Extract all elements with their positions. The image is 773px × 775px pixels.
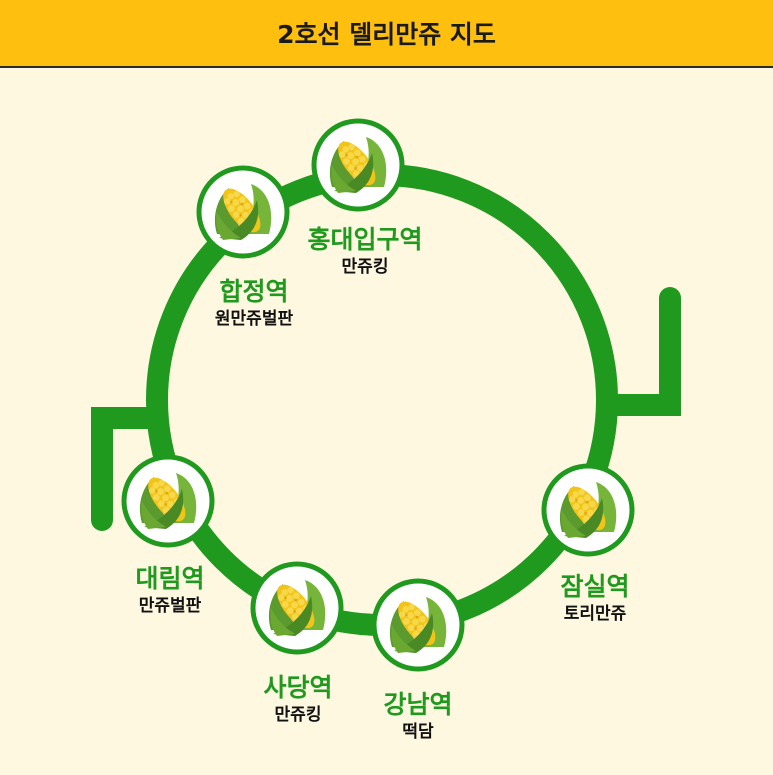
station-name: 잠실역: [560, 572, 630, 601]
station-marker-gangnam[interactable]: [371, 578, 465, 672]
shop-name: 원만쥬벌판: [214, 309, 294, 329]
shop-name: 만쥬킹: [341, 257, 389, 277]
header-bar: 2호선 델리만쥬 지도: [0, 0, 773, 68]
station-label-hapjeong: 합정역 원만쥬벌판: [215, 277, 293, 331]
shop-name: 토리만쥬: [563, 604, 627, 624]
station-marker-jamsil[interactable]: [541, 463, 635, 557]
station-marker-hapjeong[interactable]: [196, 165, 290, 259]
page-title: 2호선 델리만쥬 지도: [277, 20, 496, 49]
station-label-daerim: 대림역 만쥬벌판: [135, 564, 204, 618]
station-marker-hongdae[interactable]: [311, 118, 405, 212]
station-label-sadang: 사당역 만쥬킹: [263, 673, 332, 727]
station-name: 대림역: [135, 564, 205, 593]
shop-name: 떡담: [402, 722, 434, 742]
station-name: 강남역: [383, 690, 453, 719]
station-label-hongdae: 홍대입구역 만쥬킹: [307, 225, 422, 279]
station-label-gangnam: 강남역 떡담: [383, 690, 452, 744]
shop-name: 만쥬킹: [274, 705, 322, 725]
station-marker-daerim[interactable]: [121, 454, 215, 548]
station-marker-sadang[interactable]: [250, 561, 344, 655]
shop-name: 만쥬벌판: [138, 596, 202, 616]
station-name: 합정역: [219, 277, 289, 306]
station-name: 사당역: [263, 673, 333, 702]
line-2-branch-west: [91, 407, 168, 531]
station-label-jamsil: 잠실역 토리만쥬: [560, 572, 629, 626]
line-2-branch-east: [596, 287, 681, 416]
station-name: 홍대입구역: [307, 225, 423, 254]
